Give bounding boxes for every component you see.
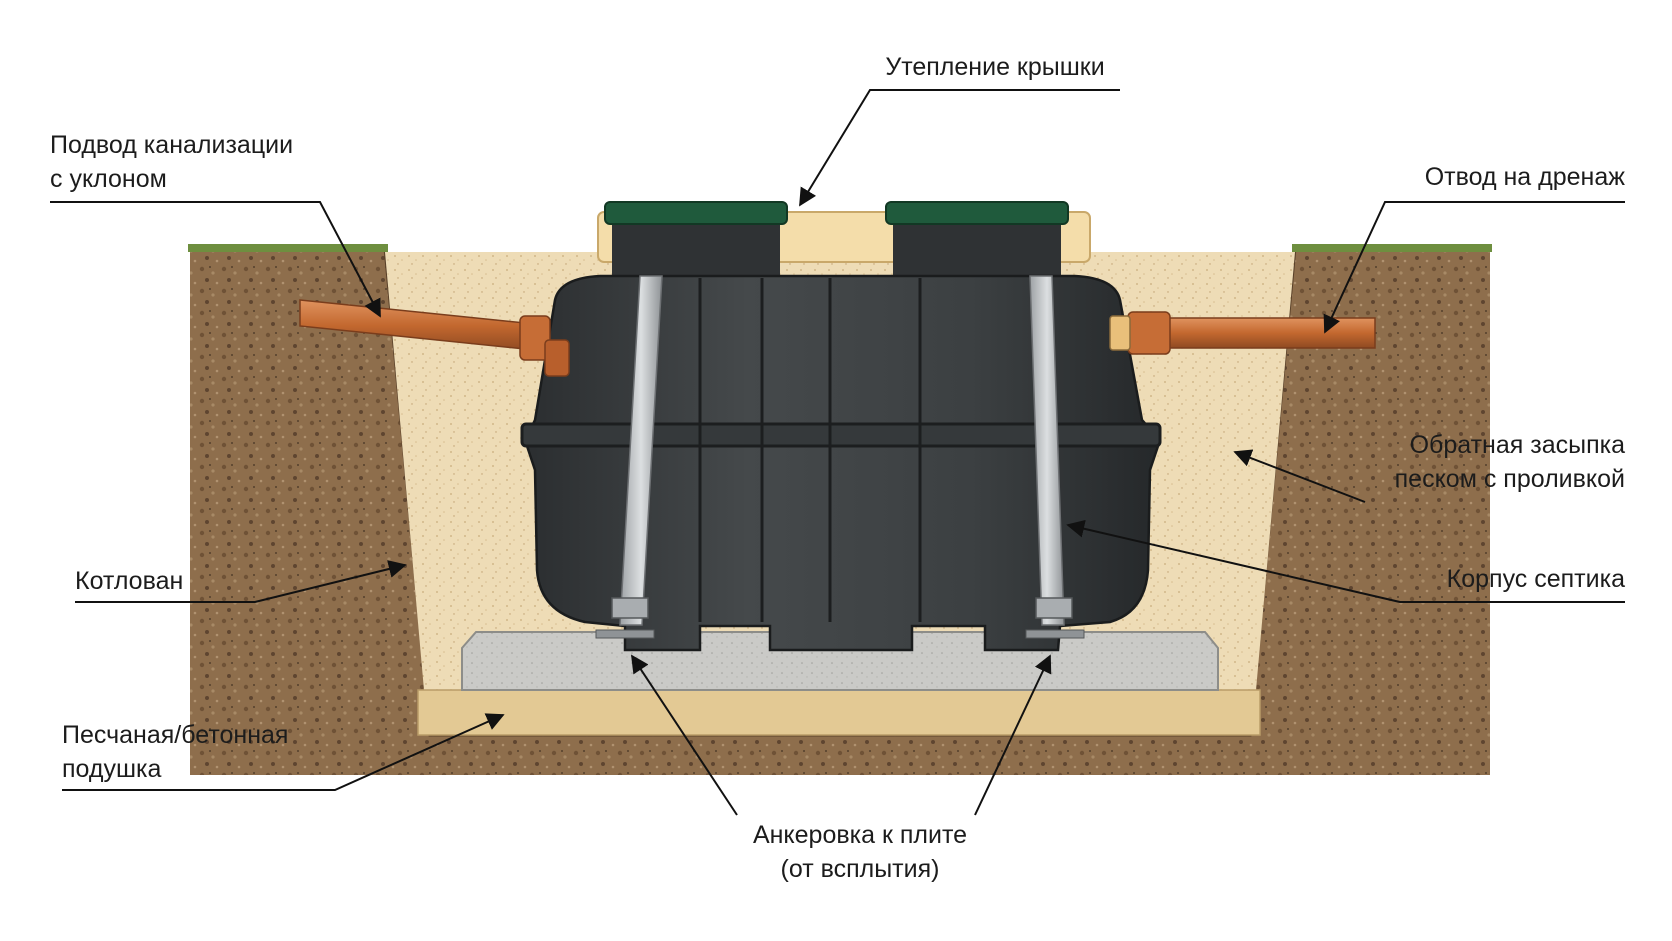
grass [188, 244, 1492, 252]
leader-lid-insulation [799, 89, 1120, 207]
leader-drain-outlet [1323, 201, 1625, 334]
leader-anchor-right [974, 654, 1052, 816]
leader-sewer-inlet [50, 201, 381, 318]
label-drain-outlet: Отвод на дренаж [1424, 163, 1625, 191]
leader-tank-body [1066, 519, 1625, 603]
label-tank-body: Корпус септика [1446, 565, 1625, 593]
leader-base-pad [62, 713, 505, 791]
label-pit: Котлован [75, 567, 184, 595]
tank-body [523, 274, 1162, 652]
tank-neck-right [893, 215, 1061, 285]
soil-mass [190, 248, 1490, 775]
leader-pit [75, 560, 407, 603]
inlet-pipe [299, 299, 570, 377]
tank-neck-left [612, 215, 780, 285]
tank-lids [604, 201, 1069, 225]
label-backfill: Обратная засыпка песком с проливкой [1394, 431, 1625, 493]
tank-ribs [520, 278, 1162, 622]
leader-anchor-left [631, 654, 738, 816]
outlet-pipe [1109, 311, 1376, 355]
label-sewer-inlet: Подвод канализации с уклоном [50, 131, 294, 193]
leader-backfill [1233, 449, 1366, 503]
base-pad [417, 689, 1261, 736]
label-anchoring: Анкеровка к плите (от всплытия) [752, 821, 968, 883]
label-lid-insulation: Утепление крышки [885, 53, 1105, 81]
leader-lines [50, 89, 1625, 816]
label-base-pad: Песчаная/бетонная подушка [62, 721, 289, 783]
anchor-straps [595, 275, 1085, 639]
